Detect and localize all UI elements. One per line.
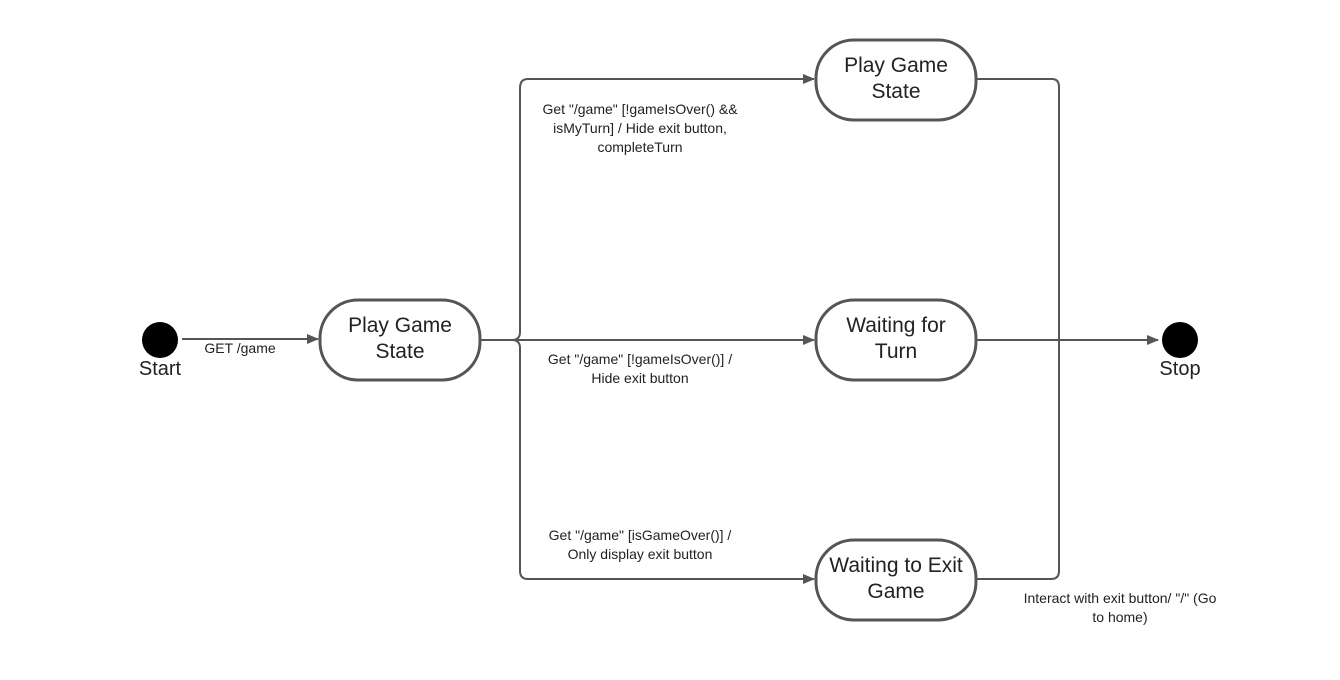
state-box <box>318 298 482 382</box>
state-box <box>814 38 978 122</box>
state-label-line-1: Play Game <box>348 314 452 337</box>
edges <box>182 74 1159 584</box>
transition-label-exit-to-stop: Interact with exit button/ "/" (Go to ho… <box>1024 590 1217 625</box>
state-label-line-2: Turn <box>875 340 917 363</box>
state-waiting-for-turn: Waiting for Turn <box>814 298 978 382</box>
state-label-line-1: Waiting for <box>846 314 946 337</box>
transition-text-line: Hide exit button <box>591 370 688 386</box>
transition-text-line: Interact with exit button/ "/" (Go <box>1024 590 1217 606</box>
transition-text-line: Get "/game" [isGameOver()] / <box>549 527 732 543</box>
transition-text-line: Get "/game" [!gameIsOver() && <box>542 101 738 117</box>
edge-play-turn-to-merge <box>976 78 1060 580</box>
state-label-line-1: Play Game <box>844 54 948 77</box>
start-dot <box>142 322 178 358</box>
transition-text-line: completeTurn <box>597 139 682 155</box>
state-label-line-1: Waiting to Exit <box>829 554 963 577</box>
transition-text-line: GET /game <box>204 340 276 356</box>
state-play-game-main: Play Game State <box>318 298 482 382</box>
state-box <box>814 538 978 622</box>
edge-to-waiting-exit <box>511 339 815 584</box>
start-node: Start <box>139 322 182 380</box>
state-label-line-2: Game <box>867 580 924 603</box>
transition-text-line: to home) <box>1092 609 1147 625</box>
state-box <box>814 298 978 382</box>
stop-label: Stop <box>1159 358 1200 380</box>
stop-node: Stop <box>1159 322 1201 380</box>
transition-text-line: Only display exit button <box>568 546 713 562</box>
state-label-line-2: State <box>871 80 920 103</box>
state-play-game-turn: Play Game State <box>814 38 978 122</box>
transition-text-line: isMyTurn] / Hide exit button, <box>553 120 727 136</box>
transition-text-line: Get "/game" [!gameIsOver()] / <box>548 351 732 367</box>
transition-label-to-play-turn: Get "/game" [!gameIsOver() && isMyTurn] … <box>542 101 738 155</box>
state-waiting-to-exit: Waiting to Exit Game <box>814 538 978 622</box>
stop-dot <box>1162 322 1198 358</box>
transition-label-start-to-play: GET /game <box>204 340 276 356</box>
transition-label-to-waiting-exit: Get "/game" [isGameOver()] / Only displa… <box>549 527 732 562</box>
edge-to-play-turn <box>480 74 815 341</box>
state-label-line-2: State <box>375 340 424 363</box>
transition-label-to-waiting-turn: Get "/game" [!gameIsOver()] / Hide exit … <box>548 351 732 386</box>
start-label: Start <box>139 358 182 380</box>
